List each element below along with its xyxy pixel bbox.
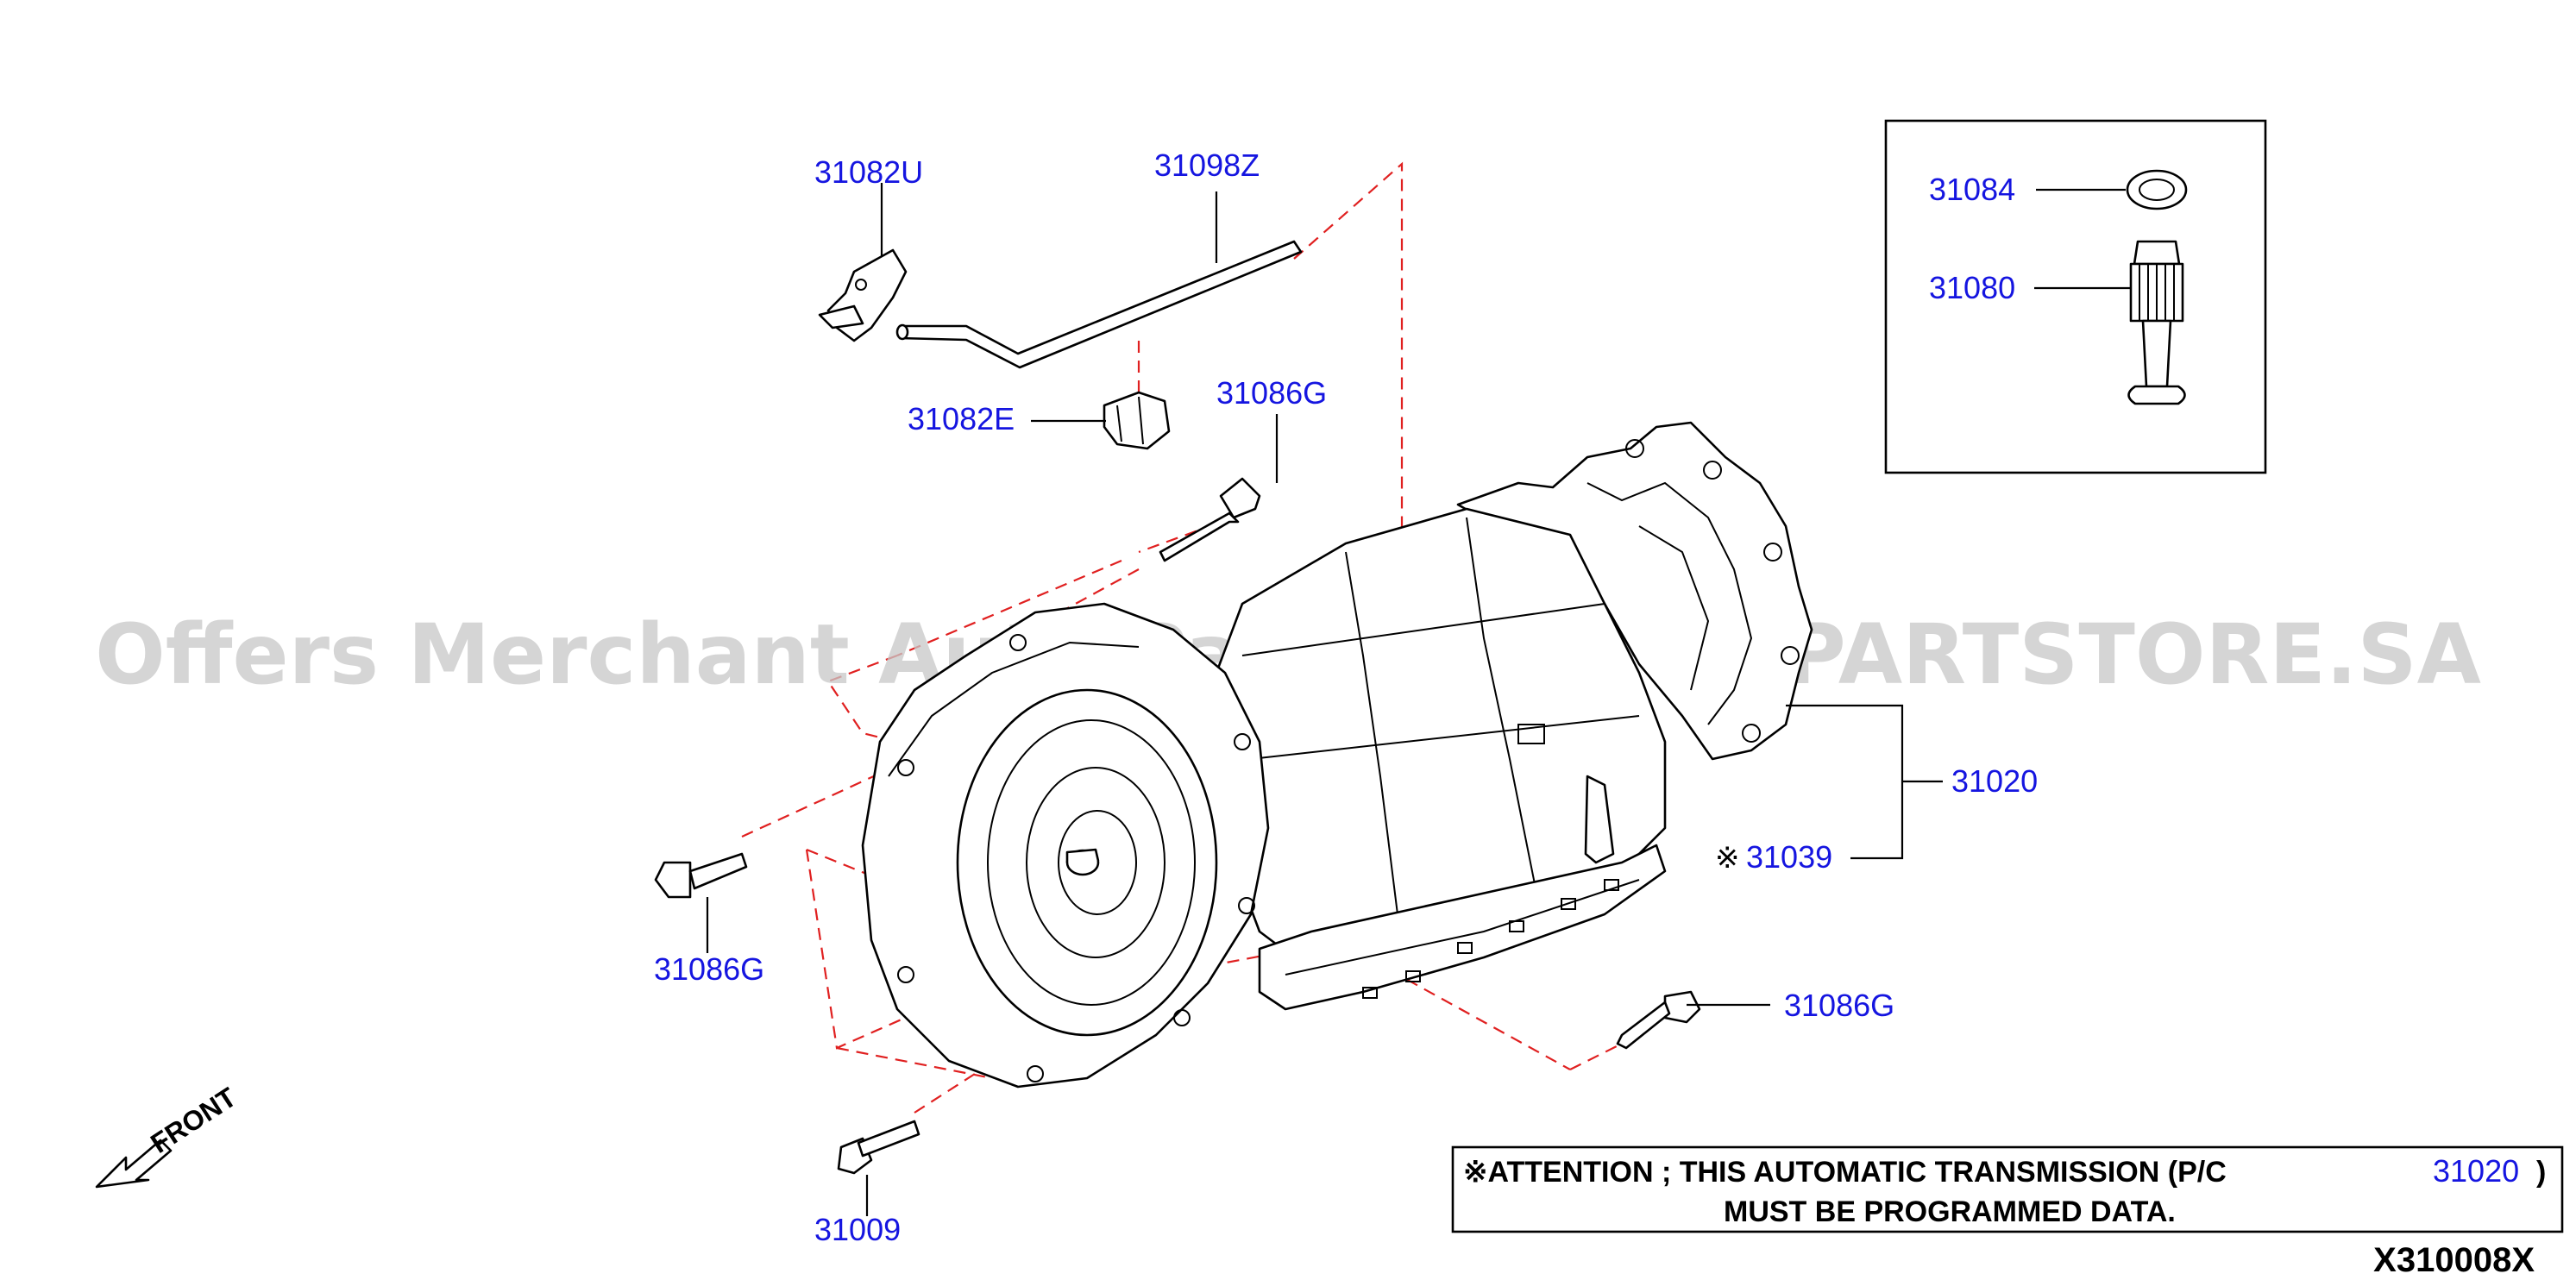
bolt-31086G-left[interactable] bbox=[654, 852, 748, 899]
attention-line2: MUST BE PROGRAMMED DATA. bbox=[1724, 1195, 2176, 1228]
label-31086G-top[interactable]: 31086G bbox=[1216, 375, 1327, 411]
label-31082U[interactable]: 31082U bbox=[814, 154, 923, 190]
bolt-31086G-right[interactable] bbox=[1616, 990, 1701, 1050]
label-31039[interactable]: 31039 bbox=[1746, 839, 1832, 875]
label-31020[interactable]: 31020 bbox=[1951, 763, 2038, 799]
label-31098Z[interactable]: 31098Z bbox=[1154, 147, 1260, 183]
hollow-arrow-icon bbox=[95, 1139, 173, 1189]
label-31082E[interactable]: 31082E bbox=[908, 401, 1015, 436]
label-31086G-left[interactable]: 31086G bbox=[654, 951, 764, 987]
label-31086G-right[interactable]: 31086G bbox=[1784, 988, 1894, 1023]
attention-part-link[interactable]: 31020 bbox=[2433, 1153, 2519, 1189]
bolt-31086G-top[interactable] bbox=[1159, 477, 1261, 562]
front-indicator: FRONT bbox=[95, 1081, 242, 1189]
diagram-code: X310008X bbox=[2373, 1241, 2535, 1279]
transmission-assembly bbox=[861, 421, 1813, 1089]
label-31084[interactable]: 31084 bbox=[1929, 172, 2015, 207]
inset-box bbox=[1884, 119, 2267, 474]
leader-lines bbox=[706, 183, 2134, 1216]
mark-symbol: ※ bbox=[1715, 842, 1740, 875]
harness-parts bbox=[818, 240, 1303, 450]
attention-paren: ) bbox=[2536, 1156, 2546, 1189]
bolt-31009[interactable] bbox=[837, 1120, 920, 1175]
attention-box: ※ATTENTION ; THIS AUTOMATIC TRANSMISSION… bbox=[1451, 1145, 2564, 1233]
attention-line1: ※ATTENTION ; THIS AUTOMATIC TRANSMISSION… bbox=[1463, 1156, 2227, 1189]
label-31080[interactable]: 31080 bbox=[1929, 270, 2015, 305]
label-31009[interactable]: 31009 bbox=[814, 1212, 901, 1247]
front-label: FRONT bbox=[145, 1081, 242, 1158]
